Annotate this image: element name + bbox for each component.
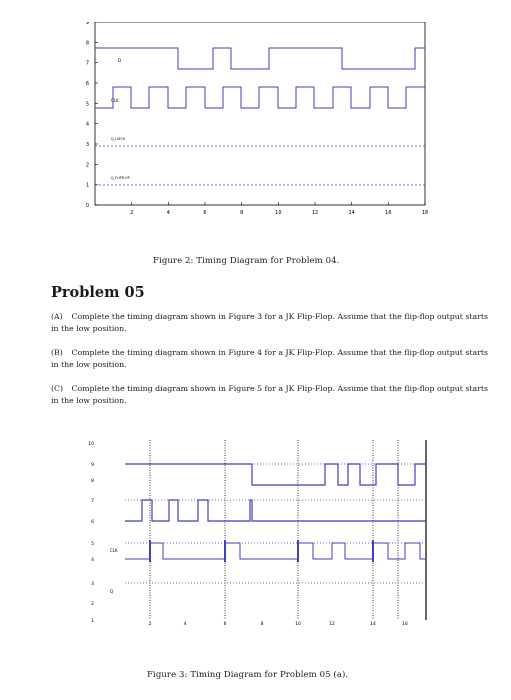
- label-d: D: [118, 58, 121, 63]
- x-tick-label: 12: [312, 210, 318, 216]
- x-tick-label: 16: [385, 210, 391, 216]
- figure-2-caption: Figure 2: Timing Diagram for Problem 04.: [153, 256, 340, 266]
- signal-clk: [95, 86, 425, 109]
- y-tick-label: 5: [86, 101, 89, 107]
- y-tick-label: 4: [86, 122, 89, 128]
- y-tick-label: 2: [86, 162, 89, 168]
- signal-clk: [125, 542, 426, 560]
- y-tick-label: 1: [86, 183, 89, 189]
- x-tick-label: 2: [130, 210, 133, 216]
- item-text: Complete the timing diagram shown in Fig…: [51, 384, 489, 405]
- y-tick-label: 8: [91, 478, 94, 484]
- figure-3-timing-diagram: 10 9 8 7 6 5 4 3 2 1 2 4 6 8 10 12 14 16 CLK Q: [88, 440, 427, 627]
- x-axis-ticks: 2 4 6 8 10 12 14 16 18: [130, 202, 428, 216]
- x-tick-label: 14: [348, 210, 354, 216]
- y-tick-label: 8: [86, 40, 89, 46]
- signal-d: [95, 47, 425, 70]
- x-tick-label: 6: [203, 210, 206, 216]
- label-clk: CLK: [110, 548, 118, 553]
- x-tick-label: 16: [402, 621, 408, 627]
- problem-item-b: (B) Complete the timing diagram shown in…: [51, 347, 491, 371]
- label-q-flipflop: Q_FLIPFLOP: [111, 176, 130, 180]
- x-tick-label: 12: [329, 621, 335, 627]
- y-tick-label: 6: [86, 81, 89, 87]
- y-tick-label: 6: [91, 519, 94, 525]
- x-tick-label: 18: [422, 210, 428, 216]
- y-tick-label: 2: [91, 601, 94, 607]
- x-tick-label: 2: [149, 621, 152, 627]
- clk-rising-edges: [149, 540, 374, 562]
- y-tick-label: 0: [86, 203, 89, 209]
- x-axis-ticks: 2 4 6 8 10 12 14 16: [149, 621, 408, 627]
- item-label: (A): [51, 312, 63, 321]
- x-tick-label: 10: [275, 210, 281, 216]
- y-axis-ticks: 9 8 7 6 5 4 3 2 1 0: [86, 22, 98, 209]
- x-tick-label: 8: [240, 210, 243, 216]
- x-tick-label: 10: [295, 621, 301, 627]
- x-tick-label: 14: [370, 621, 376, 627]
- signal-j: [125, 463, 426, 486]
- item-text: Complete the timing diagram shown in Fig…: [51, 348, 489, 369]
- item-label: (B): [51, 348, 63, 357]
- figure-3-caption: Figure 3: Timing Diagram for Problem 05 …: [147, 670, 349, 680]
- label-clk: CLK: [111, 98, 119, 103]
- y-tick-label: 7: [91, 498, 94, 504]
- y-axis-ticks: 10 9 8 7 6 5 4 3 2 1: [88, 441, 94, 624]
- x-tick-label: 4: [184, 621, 187, 627]
- plot-frame: [94, 22, 426, 206]
- clock-edge-gridlines: [149, 440, 399, 620]
- y-tick-label: 3: [86, 142, 89, 148]
- item-text: Complete the timing diagram shown in Fig…: [51, 312, 489, 333]
- problem-heading: Problem 05: [51, 284, 145, 301]
- x-tick-label: 6: [224, 621, 227, 627]
- y-tick-label: 10: [88, 441, 94, 447]
- signal-k: [125, 499, 426, 522]
- y-tick-label: 9: [91, 462, 94, 468]
- y-tick-label: 3: [91, 581, 94, 587]
- label-q-latch: Q_LATCH: [111, 137, 126, 141]
- x-tick-label: 4: [167, 210, 170, 216]
- y-tick-label: 1: [91, 618, 94, 624]
- problem-item-c: (C) Complete the timing diagram shown in…: [51, 383, 491, 407]
- y-tick-label: 7: [86, 61, 89, 67]
- y-tick-label: 4: [91, 557, 94, 563]
- y-tick-label: 5: [91, 541, 94, 547]
- label-q: Q: [110, 589, 113, 594]
- item-label: (C): [51, 384, 64, 393]
- y-tick-label: 9: [86, 22, 89, 26]
- problem-item-a: (A) Complete the timing diagram shown in…: [51, 311, 491, 335]
- x-tick-label: 8: [261, 621, 264, 627]
